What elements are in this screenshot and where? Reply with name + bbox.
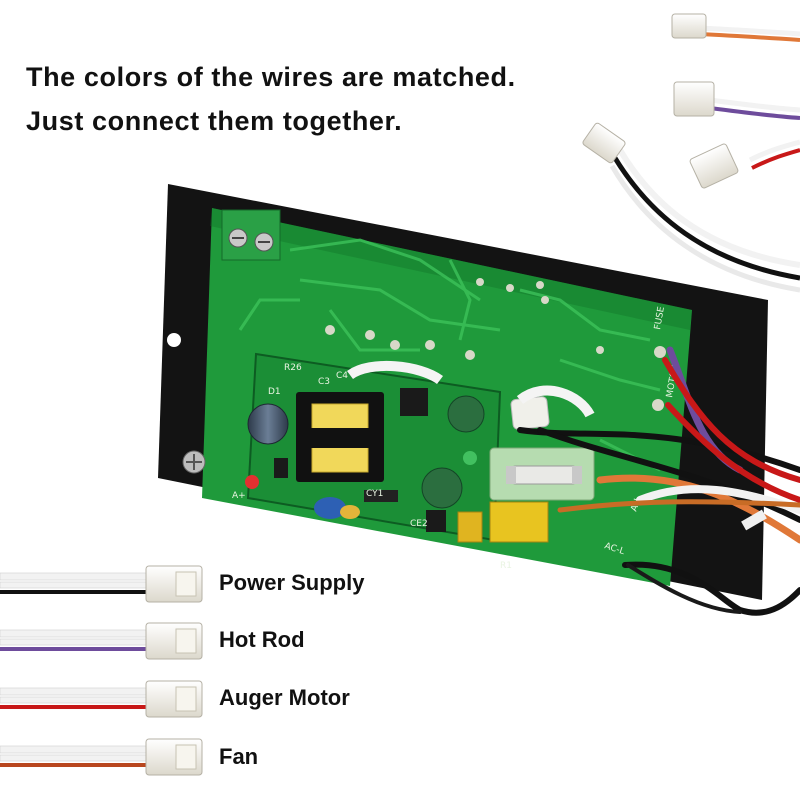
- circuit-board: FUSE MOTOR A+ AC-L C3 D1 CY1 R26 C4 R1 C…: [182, 208, 692, 586]
- silk-label: CY1: [366, 489, 383, 499]
- legend-label-auger-motor: Auger Motor: [219, 685, 350, 710]
- ic-chip: [400, 388, 428, 416]
- top-right-wire-harness: [582, 13, 800, 293]
- legend-wire: [0, 565, 203, 603]
- ceramic-capacitor: [314, 497, 346, 519]
- capacitor: [421, 467, 463, 509]
- silk-label: CE2: [410, 519, 428, 529]
- legend-label-fan: Fan: [219, 744, 259, 769]
- headline-line-2: Just connect them together.: [26, 106, 403, 136]
- legend-wire: [0, 738, 203, 776]
- capacitor: [247, 403, 289, 445]
- transformer: [296, 392, 384, 482]
- ic-chip: [426, 510, 446, 532]
- silk-label: R1: [500, 561, 512, 571]
- fuse-holder: [489, 447, 595, 501]
- silk-label: C4: [336, 371, 348, 381]
- legend-wire: [0, 680, 203, 718]
- silk-label: FUSE: [653, 306, 667, 331]
- legend-wire: [0, 622, 203, 660]
- silk-label: C3: [318, 377, 330, 387]
- x-capacitor: [489, 501, 549, 543]
- silk-label: D1: [268, 387, 281, 397]
- legend-label-hot-rod: Hot Rod: [219, 627, 305, 652]
- legend-label-power-supply: Power Supply: [219, 570, 365, 595]
- status-led: [245, 475, 259, 489]
- capacitor: [447, 395, 485, 433]
- headline-line-1: The colors of the wires are matched.: [26, 62, 516, 92]
- mounting-hole: [167, 333, 181, 347]
- silk-label: R26: [284, 363, 302, 373]
- board-output-wires: [517, 346, 800, 616]
- silk-label: A+: [232, 491, 246, 501]
